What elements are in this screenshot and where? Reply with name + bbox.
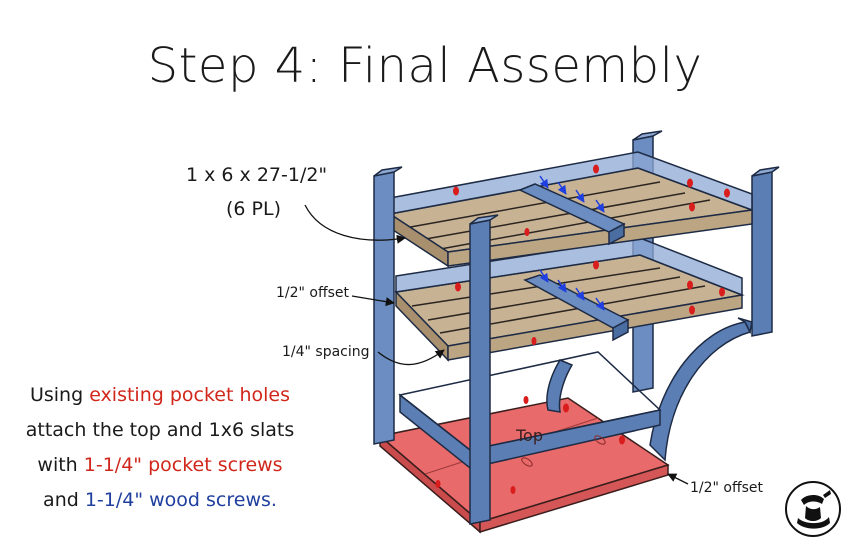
- instruction-line-4: and 1-1/4" wood screws.: [12, 483, 308, 518]
- pocket-screws-highlight: 1-1/4" pocket screws: [83, 454, 283, 476]
- instruction-line-2: attach the top and 1x6 slats: [25, 419, 295, 441]
- upper-offset-label: 1/2" offset: [276, 285, 350, 301]
- instruction-text: and: [43, 489, 85, 511]
- instruction-text: with: [37, 454, 84, 476]
- lower-offset-label: 1/2" offset: [690, 480, 764, 496]
- wood-screws-highlight: 1-1/4" wood screws.: [84, 489, 277, 511]
- pocket-holes: [435, 164, 730, 494]
- top-label: Top: [516, 426, 543, 445]
- tabletop-pocket-holes: [521, 435, 606, 467]
- instruction-line-3: with 1-1/4" pocket screws: [12, 448, 308, 483]
- instruction-line-1: Using existing pocket holes: [12, 378, 308, 413]
- spacing-label: 1/4" spacing: [282, 344, 370, 360]
- screw-arrows: [539, 175, 605, 311]
- instructions-text: Using existing pocket holes attach the t…: [12, 378, 308, 518]
- page-title: Step 4: Final Assembly: [147, 38, 703, 94]
- leader-lines: [304, 204, 689, 485]
- instruction-text: Using: [29, 384, 90, 406]
- upper-shelf: [388, 151, 753, 268]
- pocket-holes-highlight: existing pocket holes: [89, 384, 291, 406]
- slat-dimension-label: 1 x 6 x 27-1/2": [186, 164, 328, 186]
- curved-brace: [546, 317, 753, 462]
- slat-quantity-label: (6 PL): [226, 198, 281, 220]
- brand-logo: [785, 481, 841, 537]
